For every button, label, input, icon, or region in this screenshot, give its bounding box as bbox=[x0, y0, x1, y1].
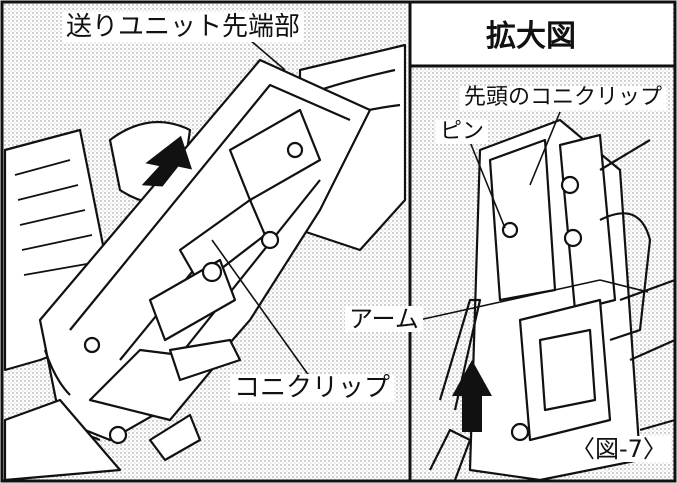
label-clip: コニクリップ bbox=[230, 374, 395, 402]
leader-lines-left bbox=[211, 39, 313, 381]
label-leading-clip: 先頭のコニクリップ bbox=[460, 86, 667, 110]
up-arrow-icon bbox=[452, 360, 492, 432]
leader-lines-right bbox=[409, 111, 649, 323]
left-panel bbox=[3, 43, 407, 482]
label-arm: アーム bbox=[345, 306, 423, 332]
label-enlarged-view: 拡大図 bbox=[480, 20, 582, 54]
right-panel bbox=[429, 118, 676, 482]
up-arrow-icon bbox=[141, 135, 193, 187]
label-feed-unit-tip: 送りユニット先端部 bbox=[62, 12, 305, 42]
figure-number: 〈図-7〉 bbox=[567, 436, 671, 462]
label-pin: ピン bbox=[436, 120, 489, 144]
